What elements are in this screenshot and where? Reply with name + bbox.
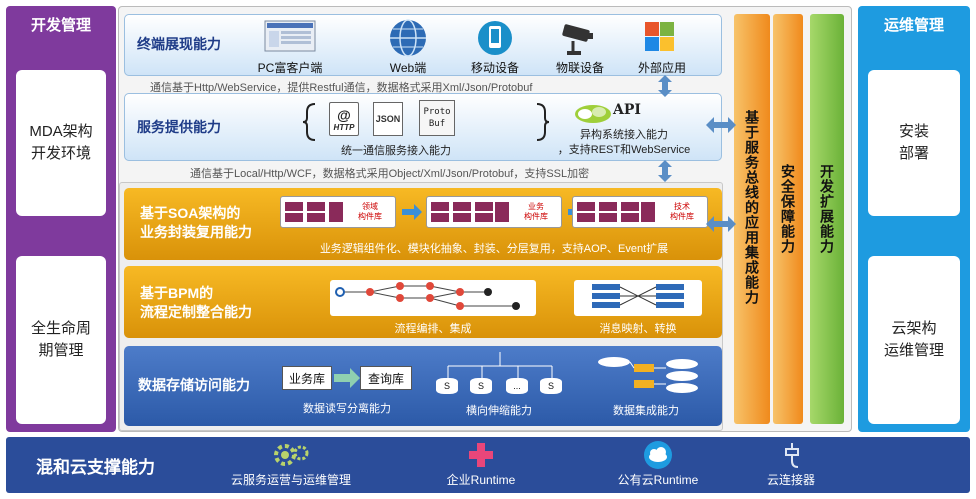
terminal-protocol-note: 通信基于Http/WebService，提供Restful通信，数据格式采用Xm… bbox=[150, 82, 533, 94]
soa-title: 基于SOA架构的 业务封装复用能力 bbox=[140, 205, 252, 240]
data-integration-icon bbox=[598, 357, 698, 393]
map-caption: 消息映射、转换 bbox=[599, 323, 677, 335]
cloud-connector-label: 云连接器 bbox=[766, 473, 815, 487]
install-deploy-box: 安装 部署 bbox=[868, 70, 960, 216]
flow-caption: 流程编排、集成 bbox=[394, 323, 472, 335]
hybrid-cloud-title: 混和云支撑能力 bbox=[36, 458, 155, 477]
cloud-ops-box: 云架构 运维管理 bbox=[868, 256, 960, 424]
hetero-access-line2: ，支持REST和WebService bbox=[557, 144, 691, 156]
integration-caption: 数据集成能力 bbox=[613, 405, 679, 417]
esb-integration-pillar: 基于服务总线的应用集成能力 bbox=[734, 14, 770, 424]
lifecycle-box: 全生命周 期管理 bbox=[16, 256, 106, 424]
business-lib-box: 业务 构件库 bbox=[426, 196, 562, 228]
public-cloud-runtime-label: 公有云Runtime bbox=[617, 473, 699, 487]
domain-lib-box: 领域 构件库 bbox=[280, 196, 396, 228]
soa-caption: 业务逻辑组件化、模块化抽象、封装、分层复用，支持AOP、Event扩展 bbox=[319, 243, 669, 255]
connector-icon bbox=[785, 443, 799, 468]
esb-integration-label: 基于服务总线的应用集成能力 bbox=[744, 110, 760, 305]
json-icon: JSON bbox=[373, 102, 403, 136]
dev-management-panel: 开发管理 MDA架构 开发环境 全生命周 期管理 bbox=[6, 6, 116, 432]
enterprise-runtime-label: 企业Runtime bbox=[446, 473, 516, 487]
soa-layer: 基于SOA架构的 业务封装复用能力 领域 构件库 业务 构件库 技术 构件库 业… bbox=[124, 188, 722, 260]
storage-title: 数据存储访问能力 bbox=[138, 377, 250, 393]
shard-tree bbox=[447, 352, 553, 378]
security-pillar: 安全保障能力 bbox=[773, 14, 803, 424]
hetero-access-line1: 异构系统接入能力 bbox=[580, 129, 668, 141]
gear-icon bbox=[274, 444, 309, 466]
web-globe-icon bbox=[390, 19, 426, 57]
service-protocol-note: 通信基于Local/Http/WCF，数据格式采用Object/Xml/Json… bbox=[190, 168, 590, 180]
updown-arrow-2 bbox=[658, 160, 672, 182]
shard-2: S bbox=[470, 378, 492, 394]
shard-3: ... bbox=[506, 378, 528, 394]
rw-caption: 数据读写分离能力 bbox=[303, 403, 391, 415]
flow-diagram bbox=[330, 280, 536, 316]
unified-access-label: 统一通信服务接入能力 bbox=[341, 145, 451, 157]
domain-lib-label: 领域 构件库 bbox=[358, 202, 382, 221]
ops-management-panel: 运维管理 安装 部署 云架构 运维管理 bbox=[858, 6, 970, 432]
bpm-layer: 基于BPM的 流程定制整合能力 流程编排、集成 bbox=[124, 266, 722, 338]
mobile-label: 移动设备 bbox=[470, 61, 519, 75]
mobile-device-icon bbox=[478, 21, 512, 55]
web-label: Web端 bbox=[389, 61, 427, 75]
dev-management-title: 开发管理 bbox=[30, 17, 91, 34]
api-cloud-icon bbox=[575, 105, 611, 123]
terminal-title: 终端展现能力 bbox=[137, 36, 221, 52]
public-cloud-icon bbox=[644, 441, 672, 469]
api-label: API bbox=[613, 102, 641, 118]
service-layer: 服务提供能力 @ HTTP JSON Proto Buf 统一通信服务接入能力 … bbox=[124, 93, 722, 161]
rw-arrow bbox=[334, 368, 360, 388]
soa-bus-arrow bbox=[706, 216, 736, 232]
cloud-ops-label: 云服务运营与运维管理 bbox=[230, 473, 351, 487]
external-app-label: 外部应用 bbox=[637, 61, 686, 75]
iot-camera-icon bbox=[562, 24, 593, 55]
hybrid-cloud-bar: 混和云支撑能力 云服务运营与运维管理 企业Runtime 公有云Runtime … bbox=[6, 437, 970, 493]
soa-arrow-1 bbox=[402, 204, 422, 220]
service-bus-arrow bbox=[706, 117, 736, 133]
business-lib-label: 业务 构件库 bbox=[524, 202, 548, 221]
updown-arrow-1 bbox=[658, 75, 672, 97]
business-db-box: 业务库 bbox=[282, 366, 332, 390]
dev-extension-label: 开发扩展能力 bbox=[819, 164, 835, 254]
unified-brace bbox=[302, 103, 550, 141]
ops-management-title: 运维管理 bbox=[883, 17, 944, 34]
scale-caption: 横向伸缩能力 bbox=[466, 405, 532, 417]
dev-extension-pillar: 开发扩展能力 bbox=[810, 14, 844, 424]
query-db-box: 查询库 bbox=[360, 366, 412, 390]
security-label: 安全保障能力 bbox=[780, 164, 796, 254]
http-icon: @ HTTP bbox=[329, 102, 359, 136]
shard-4: S bbox=[540, 378, 562, 394]
shard-1: S bbox=[436, 378, 458, 394]
enterprise-runtime-icon bbox=[469, 443, 493, 467]
iot-label: 物联设备 bbox=[555, 61, 604, 75]
message-map-diagram bbox=[574, 280, 702, 316]
bpm-title: 基于BPM的 流程定制整合能力 bbox=[140, 285, 252, 320]
tech-lib-box: 技术 构件库 bbox=[572, 196, 708, 228]
external-app-icon bbox=[645, 22, 674, 51]
pc-client-icon bbox=[264, 20, 316, 52]
pc-client-label: PC富客户端 bbox=[257, 61, 323, 75]
service-title: 服务提供能力 bbox=[137, 119, 221, 135]
tech-lib-label: 技术 构件库 bbox=[670, 202, 694, 221]
mda-env-box: MDA架构 开发环境 bbox=[16, 70, 106, 216]
storage-layer: 数据存储访问能力 业务库 查询库 数据读写分离能力 S S ... S 横向伸缩… bbox=[124, 346, 722, 426]
protobuf-icon: Proto Buf bbox=[419, 100, 455, 136]
terminal-layer: 终端展现能力 PC富客户端 Web端 移动设备 物联设备 外 bbox=[124, 14, 722, 76]
